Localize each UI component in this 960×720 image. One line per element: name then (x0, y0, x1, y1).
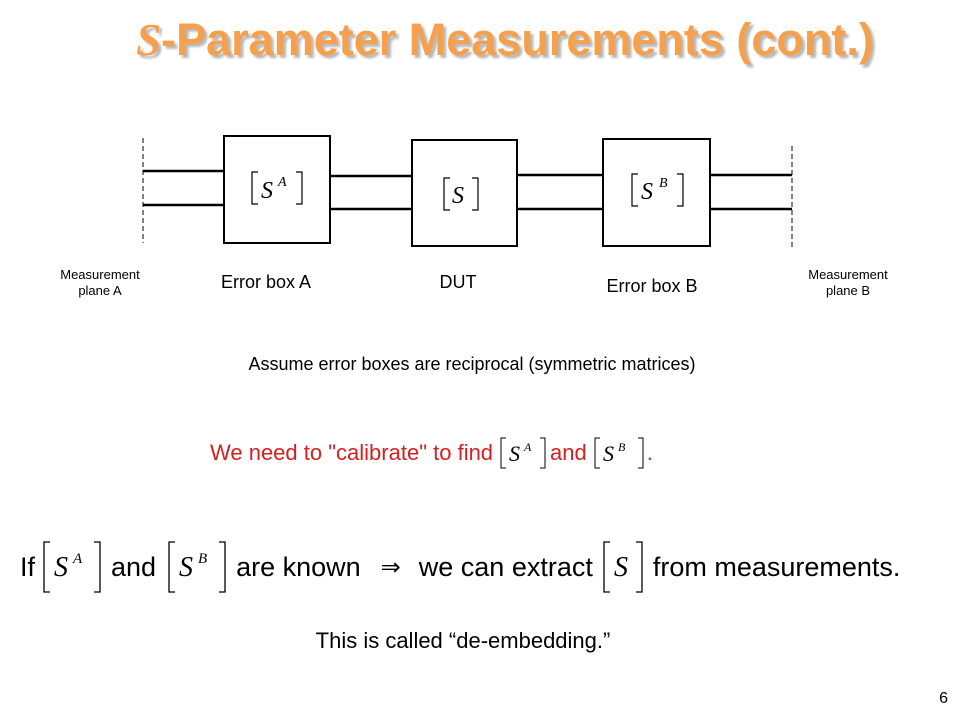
known-part2: and (111, 551, 157, 582)
known-statement: If S A and S B are known ⇒ we can extrac… (20, 538, 900, 596)
calibrate-statement: We need to "calibrate" to find S A and S… (210, 436, 653, 470)
known-matrix-s-letter: S (614, 552, 628, 583)
title-rest: -Parameter Measurements (cont.) (161, 14, 874, 65)
calibrate-part3: . (646, 440, 653, 465)
dut-box: S (411, 139, 518, 247)
calibrate-part2: and (550, 440, 587, 465)
plane-a-label: Measurement plane A (40, 267, 160, 299)
calibrate-part1: We need to "calibrate" to find (210, 440, 494, 465)
plane-b-line1: Measurement (808, 267, 888, 282)
plane-a-line2: plane A (78, 283, 122, 298)
known-part1: If (20, 551, 36, 582)
known-matrix-a-sup: A (72, 551, 83, 567)
known-matrix-b-letter: S (179, 552, 193, 583)
error-box-a-sup: A (277, 175, 287, 190)
error-box-b-matrix: S (641, 179, 653, 205)
known-matrix-a: S A (41, 539, 103, 595)
known-matrix-b: S B (166, 539, 228, 595)
error-box-a-label: Error box A (220, 272, 312, 292)
page-number: 6 (939, 690, 948, 707)
calibrate-matrix-b-letter: S (603, 441, 614, 466)
known-part4: we can extract (418, 551, 593, 582)
calibrate-matrix-b-sup: B (618, 440, 626, 454)
cascade-diagram: S A S S B (142, 135, 793, 250)
error-box-a: S A (223, 135, 331, 244)
plane-b-label: Measurement plane B (788, 267, 908, 299)
calibrate-matrix-a: S A (499, 436, 547, 470)
known-matrix-s: S (601, 539, 645, 595)
dut-matrix: S (452, 183, 464, 209)
known-matrix-b-sup: B (198, 551, 207, 567)
title-s-letter: S (136, 15, 162, 65)
error-box-b: S B (602, 138, 711, 247)
implies-arrow-icon: ⇒ (380, 553, 401, 581)
dut-label: DUT (439, 272, 477, 292)
known-matrix-a-letter: S (54, 552, 68, 583)
calibrate-matrix-b: S B (593, 436, 645, 470)
known-part3: are known (236, 551, 361, 582)
transmission-lines (143, 169, 792, 211)
slide-title: S-Parameter Measurements (cont.) (0, 14, 960, 66)
error-box-a-matrix: S (261, 178, 273, 204)
de-embedding-text: This is called “de-embedding.” (315, 628, 611, 653)
error-box-b-sup: B (659, 176, 668, 191)
calibrate-matrix-a-sup: A (523, 440, 532, 454)
known-part5: from measurements. (652, 551, 901, 582)
assumption-text: Assume error boxes are reciprocal (symme… (248, 354, 696, 374)
calibrate-matrix-a-letter: S (509, 441, 520, 466)
error-box-b-label: Error box B (606, 276, 698, 296)
plane-a-line1: Measurement (60, 267, 140, 282)
plane-b-line2: plane B (825, 283, 871, 298)
